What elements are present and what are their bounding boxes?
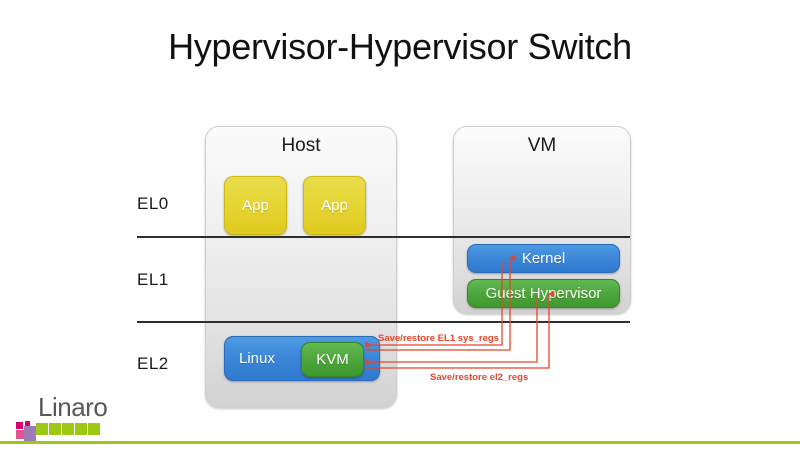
app-box-2-label: App — [321, 197, 348, 214]
host-container-title: Host — [281, 135, 321, 156]
app-box-2: App — [303, 176, 366, 235]
linaro-logo: Linaro — [16, 392, 124, 441]
guest-hypervisor-box-label: Guest Hypervisor — [485, 285, 602, 302]
linaro-logo-squares — [16, 421, 100, 441]
app-box-1: App — [224, 176, 287, 235]
linux-box-label: Linux — [239, 350, 275, 367]
app-box-1-label: App — [242, 197, 269, 214]
exception-level-divider-el1-el2 — [137, 321, 630, 323]
exception-level-divider-el0-el1 — [137, 236, 630, 238]
guest-hypervisor-box: Guest Hypervisor — [467, 279, 620, 308]
kvm-box: KVM — [301, 342, 364, 377]
annotation-el2-regs: Save/restore el2_regs — [430, 372, 529, 383]
annotation-el1-sysregs: Save/restore EL1 sys_regs — [378, 333, 499, 344]
exception-level-label-el0: EL0 — [137, 194, 169, 213]
exception-level-label-el2: EL2 — [137, 354, 169, 373]
kvm-box-label: KVM — [316, 351, 349, 368]
vm-container: VM Kernel Guest Hypervisor — [453, 126, 631, 314]
kernel-box: Kernel — [467, 244, 620, 273]
footer-accent-rule — [0, 441, 800, 444]
host-container: Host App App Linux KVM — [205, 126, 397, 408]
linaro-wordmark: Linaro — [38, 392, 108, 422]
exception-level-label-el1: EL1 — [137, 270, 169, 289]
kernel-box-label: Kernel — [521, 250, 566, 267]
vm-container-title: VM — [527, 135, 557, 156]
page-title: Hypervisor-Hypervisor Switch — [168, 26, 632, 67]
